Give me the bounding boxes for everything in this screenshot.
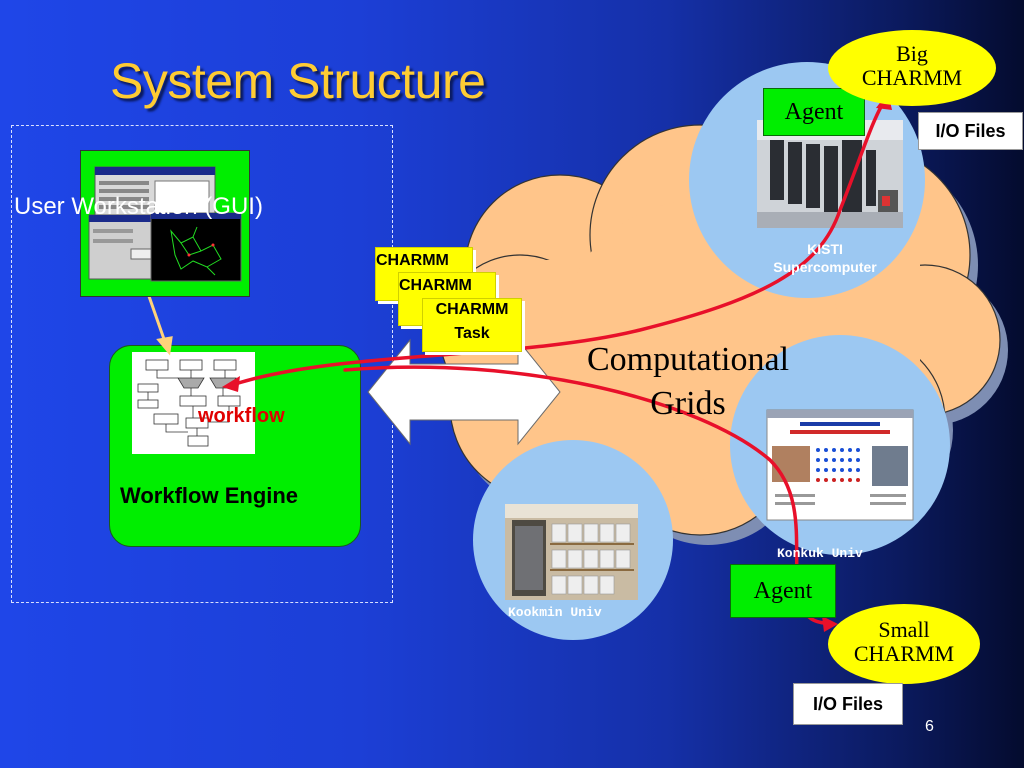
workflow-label: workflow [198, 405, 285, 427]
arrowhead-to-small-charmm [822, 616, 838, 632]
big-charmm-oval: Big CHARMM [828, 30, 996, 106]
kookmin-cluster-photo [505, 504, 638, 600]
big-charmm-line2: CHARMM [861, 65, 963, 90]
kisti-supercomputer-photo [757, 120, 903, 228]
cloud-label-line1: Computational [586, 341, 790, 378]
io-files-bottom: I/O Files [793, 683, 903, 725]
konkuk-label: Konkuk Univ [777, 546, 863, 561]
workflow-diagram-thumbnail [132, 352, 255, 454]
gui-screenshot [80, 150, 250, 297]
workflow-engine-label: Workflow Engine [120, 483, 299, 508]
konkuk-webpage-screenshot [766, 409, 914, 521]
kisti-label: KISTI Supercomputer [740, 240, 910, 276]
io-files-top: I/O Files [918, 112, 1023, 150]
big-charmm-line1: Big [896, 41, 928, 66]
small-charmm-line2: CHARMM [853, 641, 955, 666]
workflow-diagram-image [137, 359, 241, 447]
task-card-3: CHARMM Task [422, 298, 522, 352]
task-card-1-label: CHARMM [376, 252, 449, 269]
slide-title: System Structure [110, 53, 486, 109]
cloud-label: Computational Grids [548, 338, 828, 426]
user-workstation-label: User Workstation (GUI) [14, 193, 263, 220]
task-card-3-label: CHARMM [435, 301, 509, 318]
small-charmm-line1: Small [878, 617, 930, 642]
page-number: 6 [925, 718, 934, 735]
task-card-2-label: CHARMM [399, 277, 472, 294]
kisti-label-line2: Supercomputer [773, 259, 877, 275]
cloud-label-line2: Grids [650, 385, 726, 422]
small-charmm-oval: Small CHARMM [828, 604, 980, 684]
agent-box-top: Agent [763, 88, 865, 136]
kookmin-label: Kookmin Univ [508, 605, 602, 620]
gui-screenshot-image [88, 166, 242, 282]
arrowhead-to-engine [222, 376, 240, 392]
task-card-3-sublabel: Task [454, 325, 490, 342]
agent-box-bottom: Agent [730, 564, 836, 618]
kisti-label-line1: KISTI [807, 241, 843, 257]
